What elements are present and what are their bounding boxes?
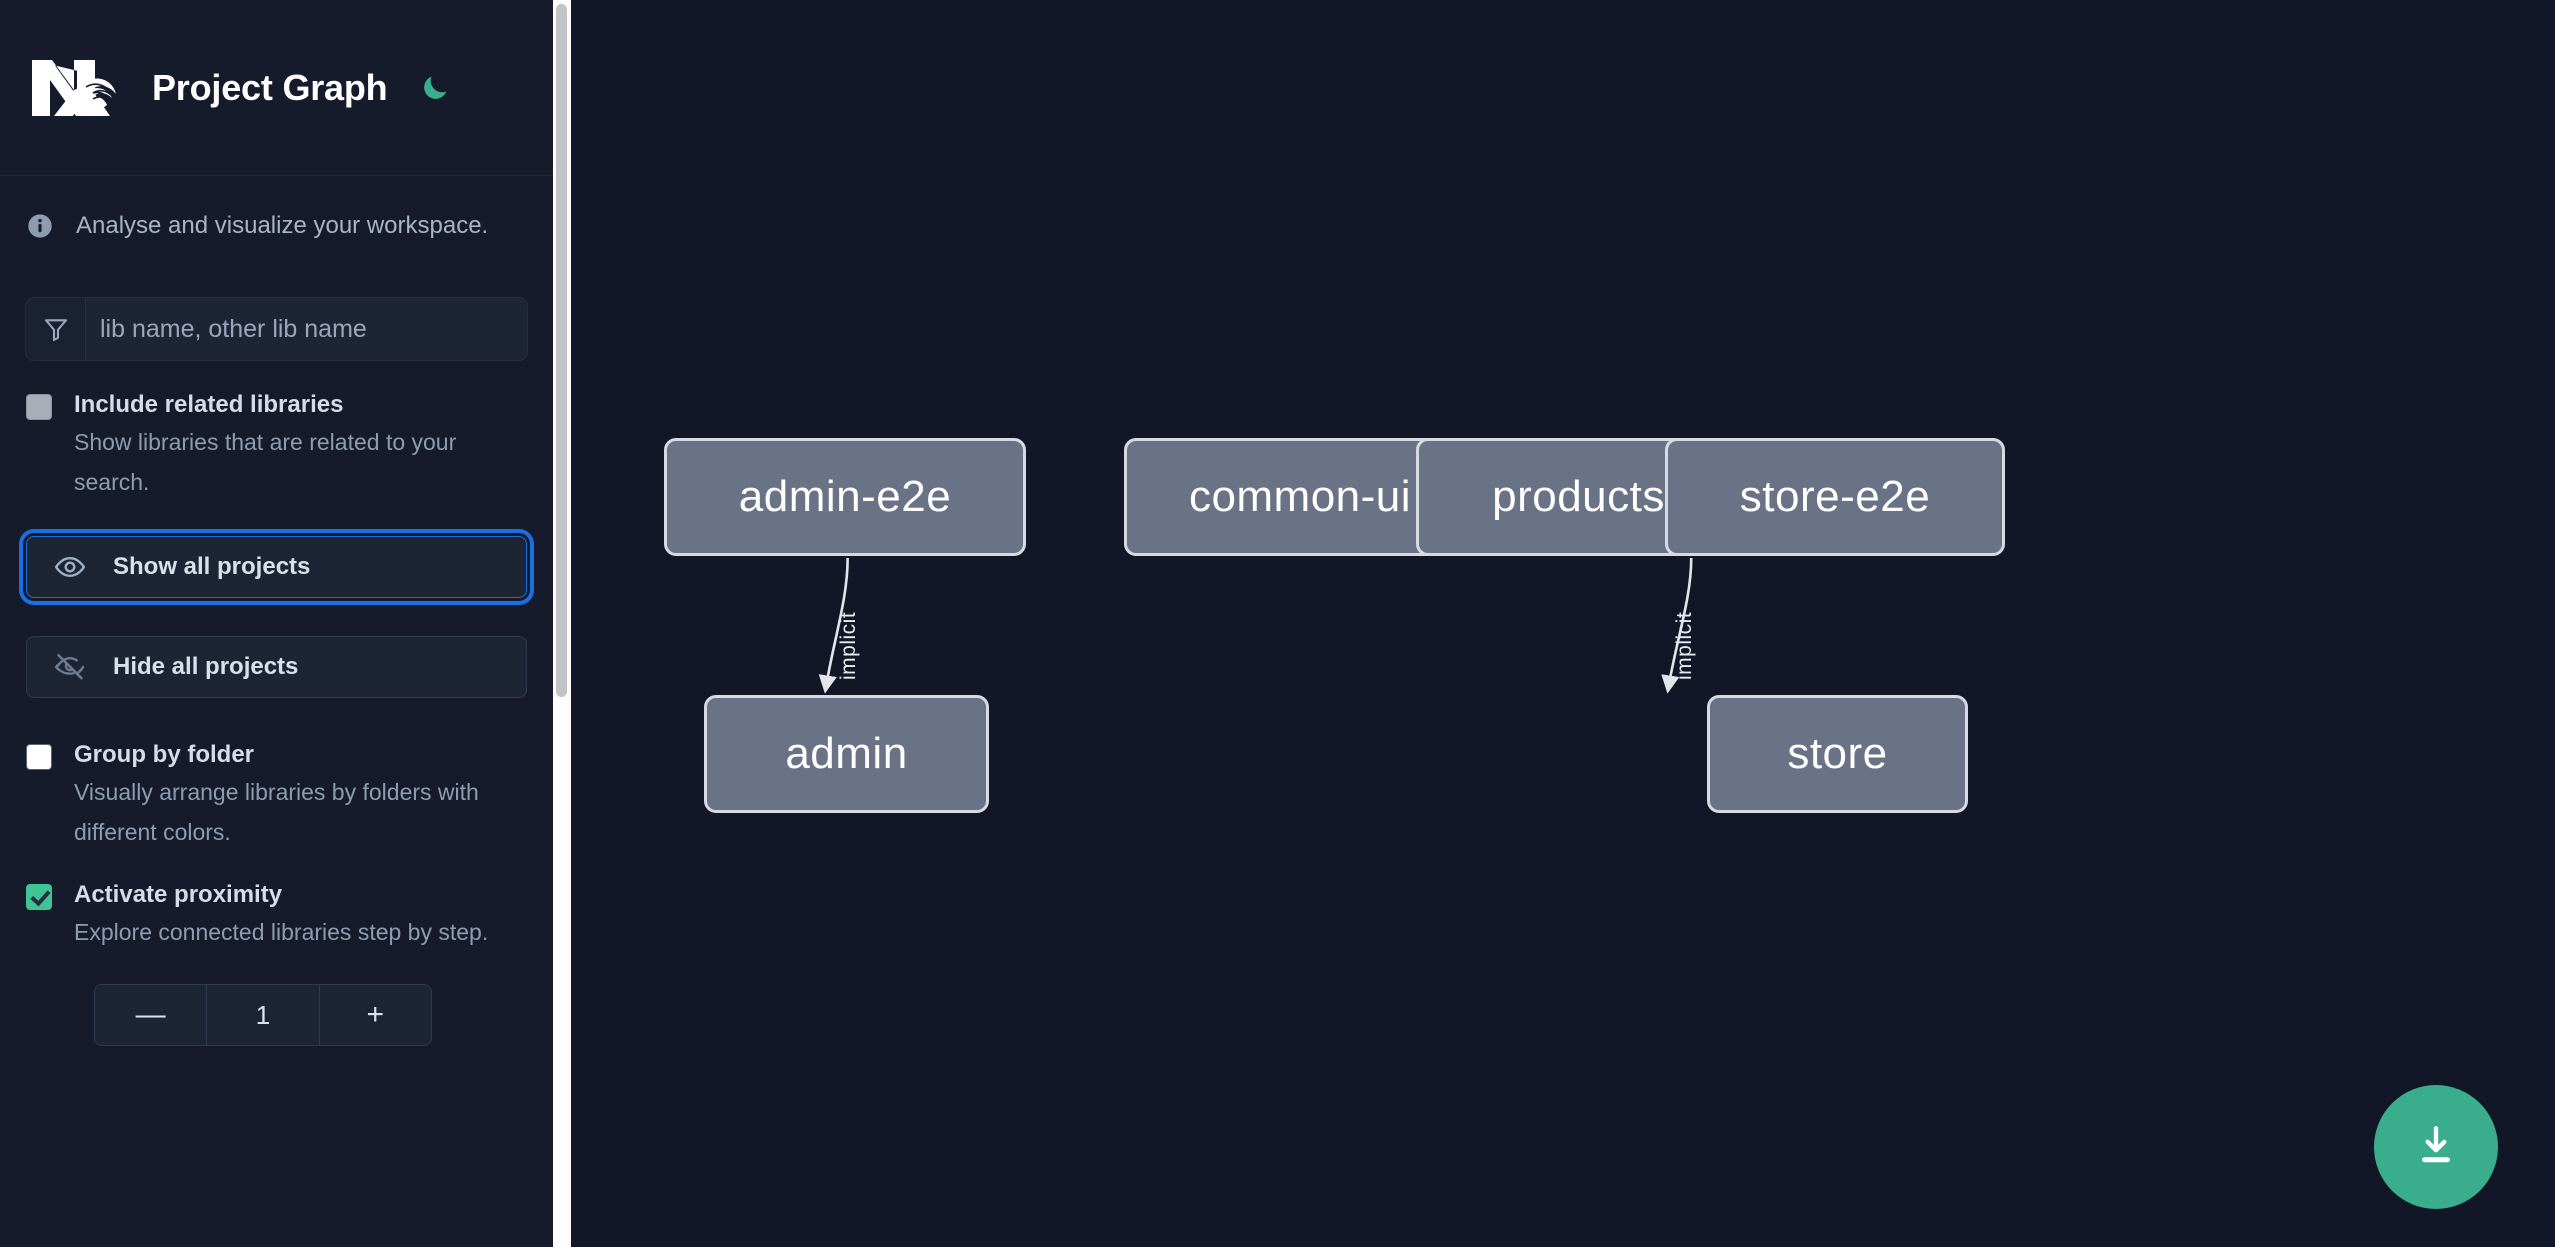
graph-node-admin-e2e[interactable]: admin-e2e bbox=[664, 438, 1026, 556]
option-title: Activate proximity bbox=[74, 881, 283, 908]
checkbox-activate-proximity[interactable] bbox=[26, 884, 52, 910]
graph-node-store[interactable]: store bbox=[1707, 695, 1968, 813]
moon-icon[interactable] bbox=[413, 66, 457, 110]
option-description: Visually arrange libraries by folders wi… bbox=[74, 779, 479, 845]
stepper-decrement-button[interactable]: — bbox=[95, 985, 207, 1045]
visibility-button-group: Show all projects Hide all projects bbox=[0, 529, 553, 698]
search-field[interactable] bbox=[26, 298, 527, 360]
option-text-include-related-libraries: Include related libraries Show libraries… bbox=[74, 388, 514, 502]
graph-node-label: store-e2e bbox=[1739, 472, 1931, 521]
option-group-by-folder: Group by folder Visually arrange librari… bbox=[0, 738, 553, 852]
option-text-group-by-folder: Group by folder Visually arrange librari… bbox=[74, 738, 514, 852]
stepper-value: 1 bbox=[206, 985, 320, 1045]
option-activate-proximity: Activate proximity Explore connected lib… bbox=[0, 878, 553, 952]
graph-node-label: common-ui bbox=[1188, 472, 1412, 521]
show-all-projects-button[interactable]: Show all projects bbox=[19, 529, 534, 605]
option-include-related-libraries: Include related libraries Show libraries… bbox=[0, 388, 553, 502]
option-text-activate-proximity: Activate proximity Explore connected lib… bbox=[74, 878, 488, 952]
nx-logo-icon bbox=[26, 54, 122, 122]
graph-node-store-e2e[interactable]: store-e2e bbox=[1665, 438, 2005, 556]
checkbox-include-related-libraries[interactable] bbox=[26, 394, 52, 420]
option-title: Group by folder bbox=[74, 741, 254, 768]
sidebar-scrollbar-thumb[interactable] bbox=[556, 4, 567, 697]
graph-node-label: admin bbox=[785, 729, 908, 778]
option-description: Explore connected libraries step by step… bbox=[74, 919, 489, 945]
info-icon bbox=[26, 212, 54, 240]
graph-node-label: store bbox=[1787, 729, 1888, 778]
hide-all-projects-label: Hide all projects bbox=[113, 653, 299, 680]
graph-node-admin[interactable]: admin bbox=[704, 695, 989, 813]
search-input[interactable] bbox=[86, 298, 527, 360]
hide-all-projects-button[interactable]: Hide all projects bbox=[26, 636, 527, 698]
workspace-description: Analyse and visualize your workspace. bbox=[0, 176, 553, 276]
graph-node-label: products bbox=[1492, 472, 1665, 521]
download-graph-button[interactable] bbox=[2374, 1085, 2498, 1209]
graph-edge-label-admin: implicit bbox=[837, 611, 860, 680]
proximity-stepper: — 1 + bbox=[94, 984, 432, 1046]
eye-off-icon bbox=[53, 650, 87, 684]
stepper-increment-button[interactable]: + bbox=[319, 985, 431, 1045]
download-icon bbox=[2411, 1121, 2461, 1174]
graph-edge-label-store: implicit bbox=[1673, 611, 1696, 680]
option-description: Show libraries that are related to your … bbox=[74, 429, 457, 495]
checkbox-group-by-folder[interactable] bbox=[26, 744, 52, 770]
sidebar: Project Graph Analyse and visualize your… bbox=[0, 0, 553, 1247]
page-title: Project Graph bbox=[152, 66, 388, 108]
eye-icon bbox=[53, 550, 87, 584]
option-title: Include related libraries bbox=[74, 391, 344, 418]
filter-icon bbox=[26, 298, 86, 360]
show-all-projects-label: Show all projects bbox=[113, 553, 311, 580]
sidebar-header: Project Graph bbox=[0, 0, 553, 176]
workspace-description-text: Analyse and visualize your workspace. bbox=[76, 212, 489, 239]
graph-node-label: admin-e2e bbox=[738, 472, 952, 521]
graph-canvas[interactable]: admin-e2e common-ui products store-e2e a… bbox=[553, 0, 2555, 1247]
